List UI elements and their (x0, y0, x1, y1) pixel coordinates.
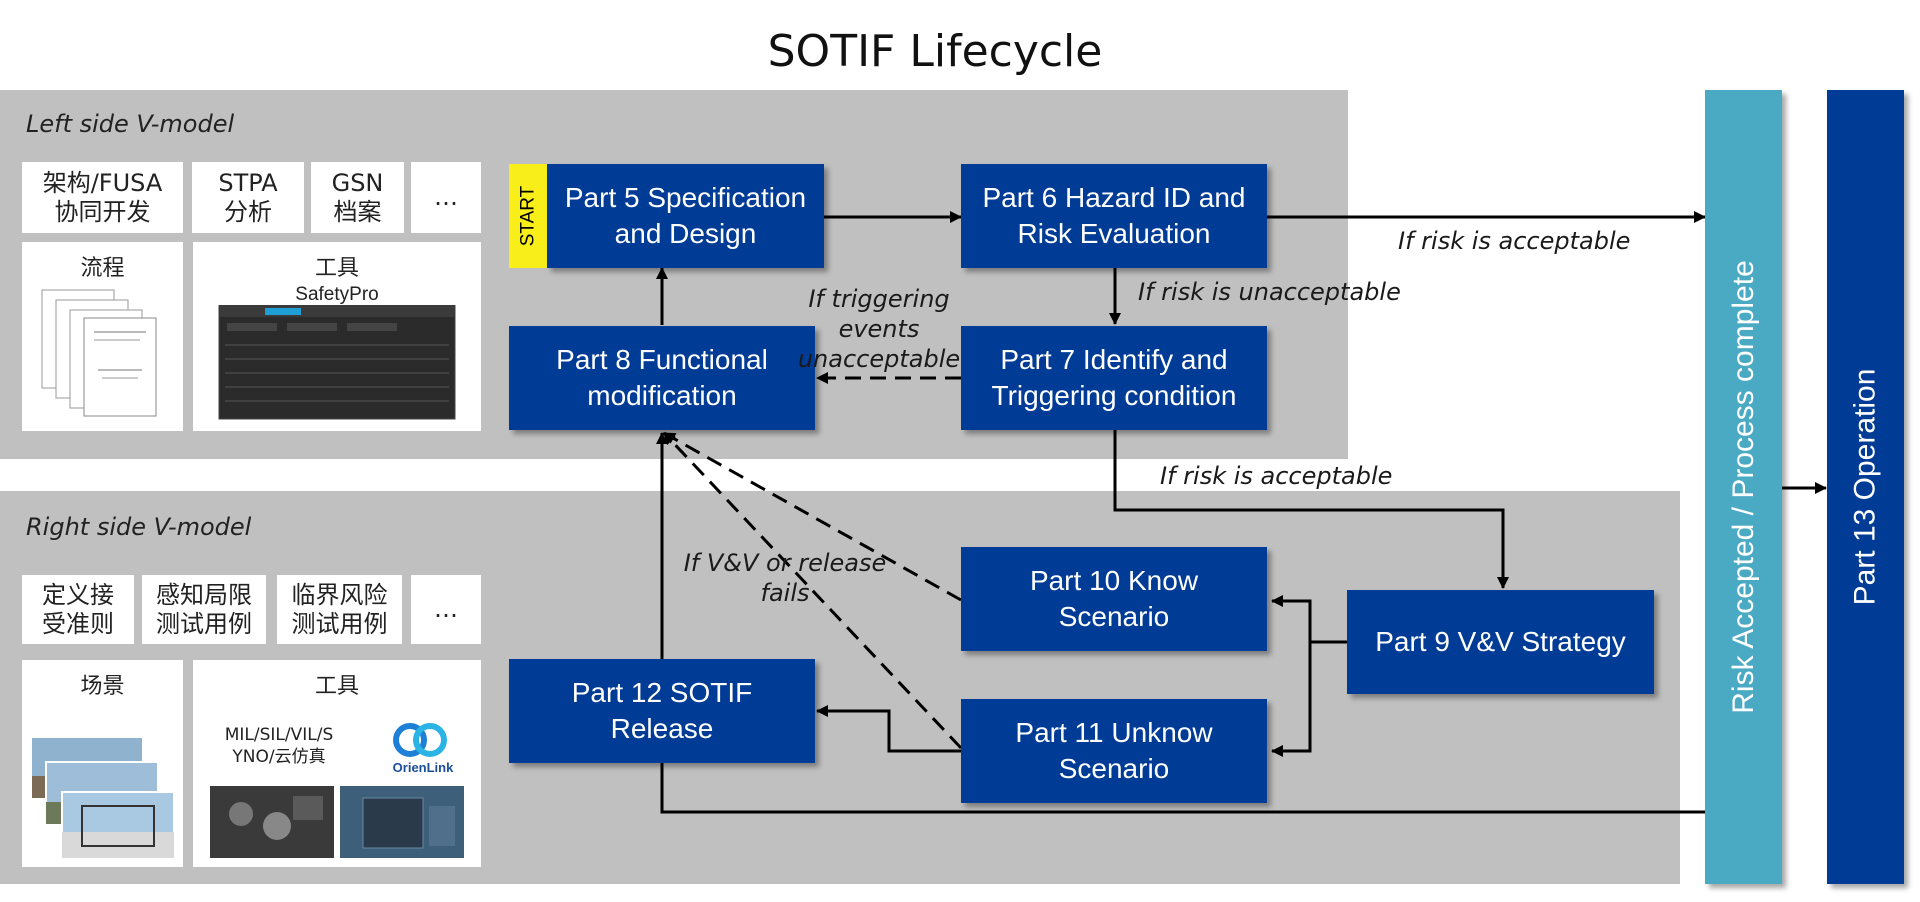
perception-limit-box: 感知局限 测试用例 (142, 575, 266, 644)
process-box: 流程 (22, 242, 183, 431)
stpa-box: STPA 分析 (192, 162, 304, 233)
left-panel-label: Left side V-model (26, 110, 235, 138)
right-panel-label: Right side V-model (26, 513, 252, 541)
process-label: 流程 (80, 256, 125, 281)
more-box-left: … (411, 162, 481, 233)
more-box-right: … (411, 575, 481, 644)
fusa-box: 架构/FUSA 协同开发 (22, 162, 183, 233)
document-stack-icon (41, 289, 157, 417)
tool-label-left: 工具 (314, 256, 359, 281)
operation-label: Part 13 Operation (1848, 368, 1882, 606)
scene-box: 场景 (22, 660, 183, 867)
arrow-p9-p11 (1271, 642, 1312, 757)
arrow-p11-p8 (662, 431, 963, 750)
part7-box: Part 7 Identify and Triggering condition (961, 326, 1267, 430)
tool-label-right: 工具 (314, 674, 359, 699)
gsn-box: GSN 档案 (311, 162, 404, 233)
hardware-images (210, 786, 464, 858)
tool-box-left: 工具 SafetyPro (193, 242, 481, 431)
arrow-p9-p10 (1271, 595, 1347, 644)
risk-accepted-bar: Risk Accepted / Process complete (1705, 90, 1782, 884)
part6-box: Part 6 Hazard ID and Risk Evaluation (961, 164, 1267, 268)
arrow-p10-p8 (663, 431, 962, 602)
condition-triggering-unacceptable: If triggering events unacceptable (797, 285, 961, 373)
part12-box: Part 12 SOTIF Release (509, 659, 815, 763)
scene-label: 场景 (80, 674, 125, 699)
part10-box: Part 10 Know Scenario (961, 547, 1267, 651)
start-label: START (517, 185, 538, 247)
acceptance-criteria-box: 定义接 受准则 (22, 575, 134, 644)
condition-vv-fails: If V&V or release fails (683, 549, 887, 607)
part5-box: Part 5 Specification and Design (547, 164, 824, 268)
scene-images (32, 738, 175, 859)
part8-box: Part 8 Functional modification (509, 326, 815, 430)
condition-risk-acceptable-mid: If risk is acceptable (1160, 462, 1393, 490)
part11-box: Part 11 Unknow Scenario (961, 699, 1267, 803)
diagram-title: SOTIF Lifecycle (767, 26, 1103, 77)
part9-box: Part 9 V&V Strategy (1347, 590, 1654, 694)
simulation-tool-text: MIL/SIL/VIL/S YNO/云仿真 (224, 725, 334, 768)
tool-box-right: 工具 MIL/SIL/VIL/S YNO/云仿真 OrienLink (193, 660, 481, 867)
condition-risk-unacceptable: If risk is unacceptable (1138, 278, 1401, 306)
safetypro-label: SafetyPro (295, 284, 379, 305)
orienlink-logo-icon (393, 723, 447, 757)
arrow-p7-p9 (1113, 430, 1509, 589)
condition-risk-acceptable-top: If risk is acceptable (1398, 227, 1631, 255)
start-tab: START (509, 164, 547, 268)
arrow-p11-p12 (816, 705, 961, 753)
orienlink-logo-text: OrienLink (392, 760, 454, 775)
safetypro-screenshot (218, 305, 456, 420)
critical-risk-box: 临界风险 测试用例 (277, 575, 402, 644)
arrow-p12-risk-accepted (660, 762, 1731, 818)
operation-bar: Part 13 Operation (1827, 90, 1904, 884)
risk-accepted-label: Risk Accepted / Process complete (1726, 260, 1760, 714)
